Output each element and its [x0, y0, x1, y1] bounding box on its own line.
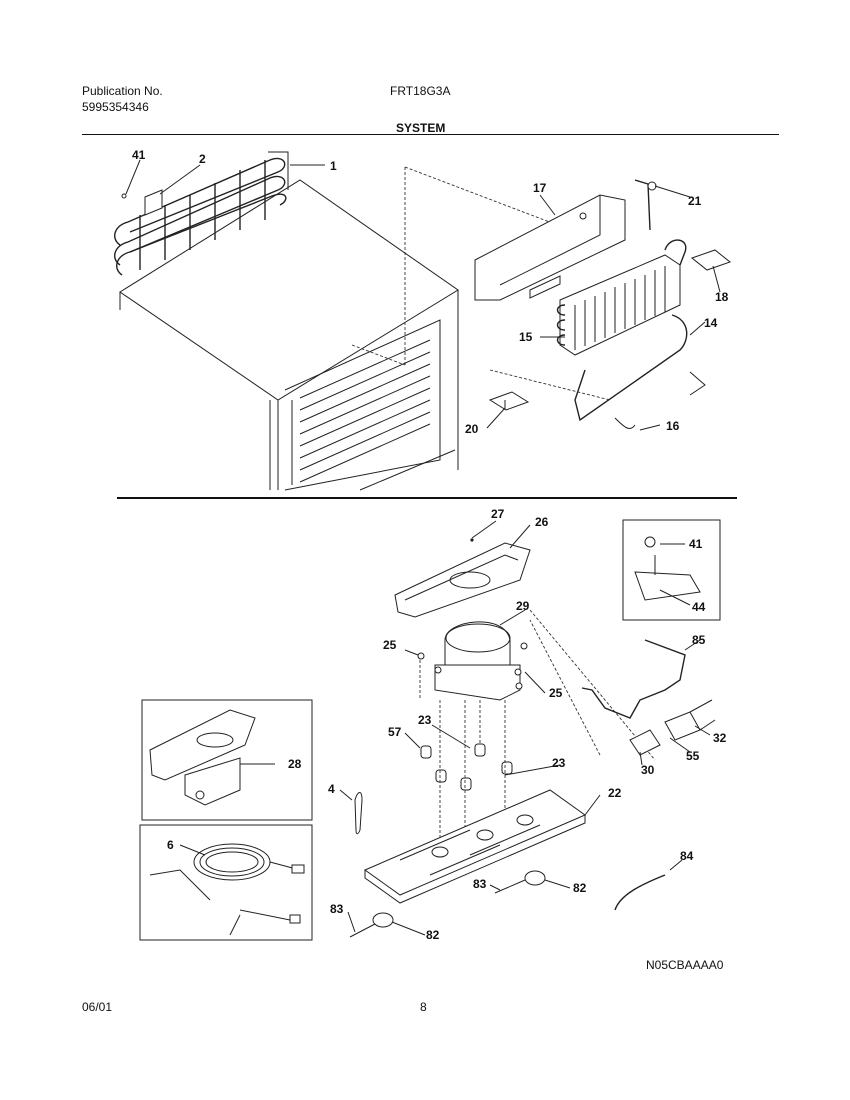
callout-label: 25	[549, 686, 563, 700]
header-rule	[82, 134, 779, 135]
drier-filter	[354, 792, 363, 835]
thermostat-wire	[634, 179, 651, 231]
publication-number: 5995354346	[82, 100, 149, 114]
diagram-code: N05CBAAAA0	[646, 958, 724, 972]
start-relay	[629, 699, 716, 756]
callout-label: 30	[641, 763, 655, 777]
evaporator-cover	[474, 194, 626, 301]
grommet-set	[420, 743, 513, 791]
callout-label: 82	[573, 881, 587, 895]
compressor-base-plate	[363, 789, 587, 904]
callout-label: 84	[680, 849, 694, 863]
callout-label: 85	[692, 633, 706, 647]
callout-label: 6	[167, 838, 174, 852]
callout-label: 29	[516, 599, 530, 613]
callout-label: 27	[491, 507, 505, 521]
callout-label: 21	[688, 194, 702, 208]
callout-label: 25	[383, 638, 397, 652]
page-number: 8	[420, 1000, 427, 1014]
callout-label: 83	[330, 902, 344, 916]
callout-label: 16	[666, 419, 680, 433]
callout-label: 1	[330, 159, 337, 173]
callout-label: 26	[535, 515, 549, 529]
refrigerator-cabinet	[119, 179, 459, 491]
publication-label: Publication No.	[82, 84, 163, 98]
screw-icon	[520, 642, 528, 650]
drain-pan	[394, 542, 531, 618]
section-divider	[117, 497, 737, 499]
callout-label: 41	[689, 537, 703, 551]
callout-label: 41	[132, 148, 146, 162]
insulation-pad	[690, 249, 732, 271]
callout-label: 22	[608, 786, 622, 800]
callout-label: 20	[465, 422, 479, 436]
callout-label: 23	[418, 713, 432, 727]
mounting-hardware	[349, 870, 546, 938]
section-title: SYSTEM	[396, 121, 446, 135]
screw-icon	[417, 652, 425, 660]
heater-tube	[574, 314, 706, 429]
callout-label: 23	[552, 756, 566, 770]
callout-label: 15	[519, 330, 533, 344]
callout-label: 14	[704, 316, 718, 330]
compressor	[434, 621, 522, 701]
footer-date: 06/01	[82, 1000, 113, 1014]
drain-pad	[488, 391, 530, 411]
callout-label: 82	[426, 928, 440, 942]
screw-icon	[470, 538, 474, 542]
callout-labels: 41 2 1 17 21 18 14 15 20 16 27 26 41 44 …	[132, 148, 729, 942]
relay-inset	[622, 519, 721, 621]
wiring-harness-inset	[139, 824, 313, 941]
screw-icon	[515, 682, 523, 690]
callout-label: 2	[199, 152, 206, 166]
screw-icon	[121, 193, 127, 199]
callout-label: 32	[713, 731, 727, 745]
evaporator	[556, 239, 687, 356]
condenser-bracket	[121, 189, 163, 216]
callout-label: 4	[328, 782, 335, 796]
callout-label: 18	[715, 290, 729, 304]
discharge-tube	[581, 639, 686, 719]
condenser-coil	[114, 151, 289, 276]
callout-label: 83	[473, 877, 487, 891]
callout-label: 28	[288, 757, 302, 771]
callout-label: 44	[692, 600, 706, 614]
suction-tube	[614, 874, 666, 911]
callout-label: 57	[388, 725, 402, 739]
defrost-terminator	[647, 181, 657, 191]
callout-label: 55	[686, 749, 700, 763]
model-number: FRT18G3A	[390, 84, 451, 98]
condenser-fan-inset	[141, 699, 313, 821]
callout-label: 17	[533, 181, 547, 195]
